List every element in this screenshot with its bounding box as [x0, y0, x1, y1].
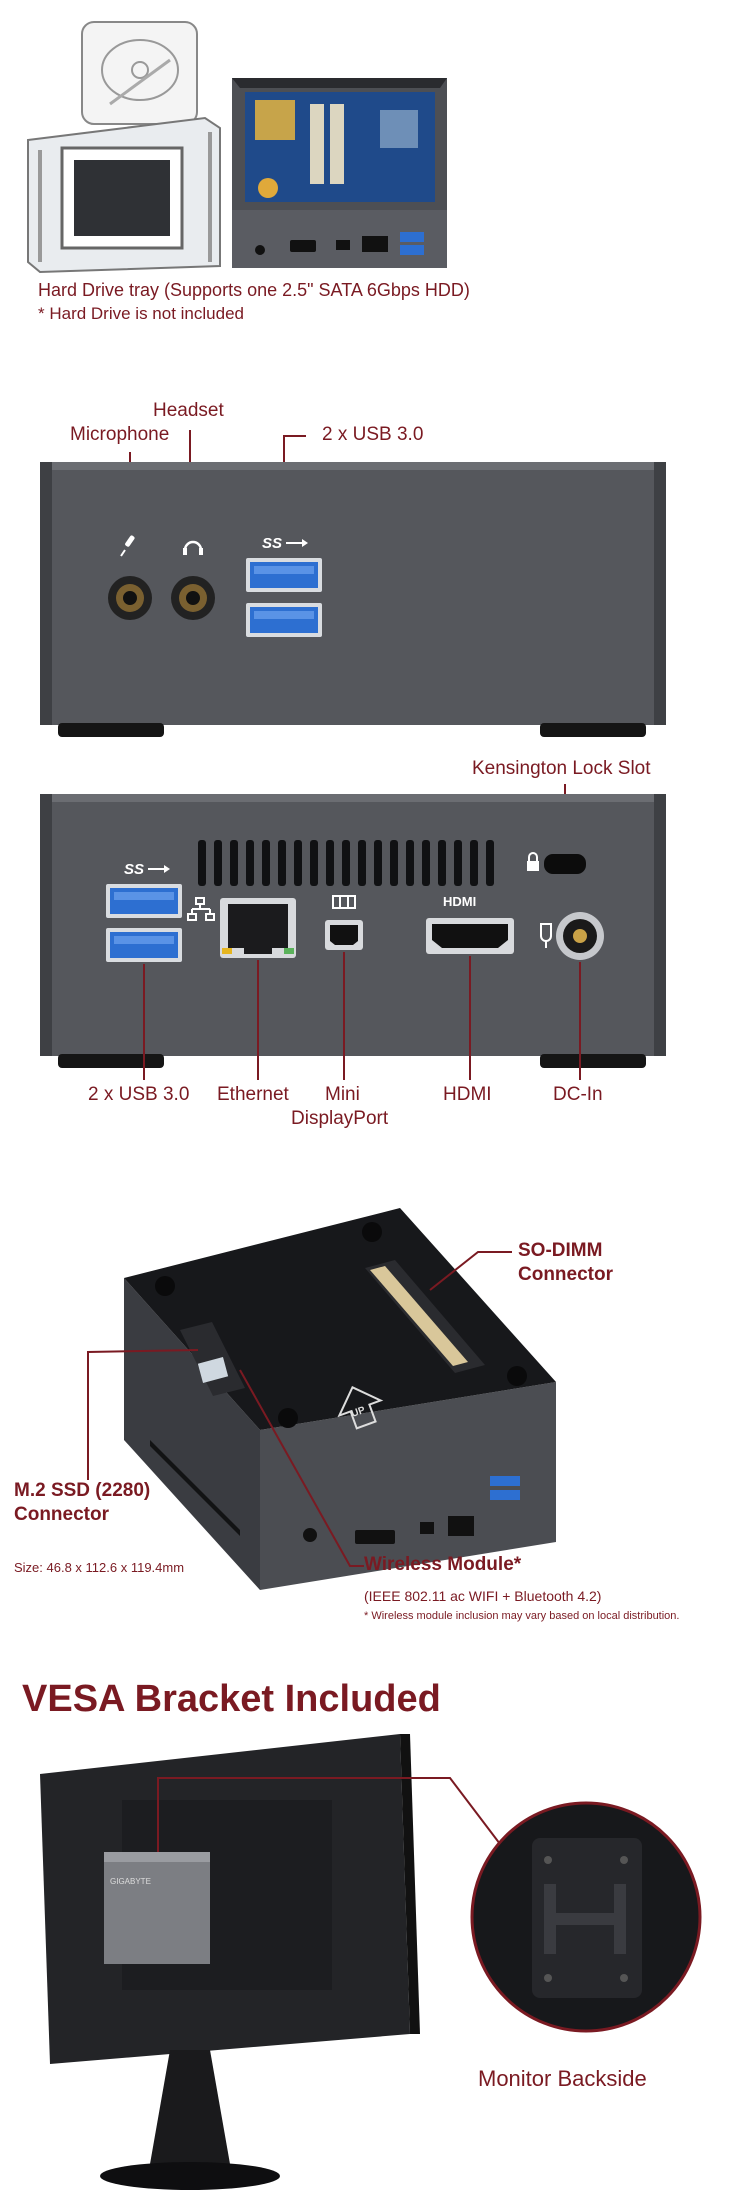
hdmi-port — [426, 918, 514, 954]
wireless-leader — [239, 1369, 364, 1567]
vesa-zoom-circle — [470, 1801, 702, 2033]
front-usb-port-bottom — [246, 603, 322, 637]
mini-dp-label-line2: DisplayPort — [291, 1108, 389, 1129]
m2-label-line1: M.2 SSD (2280) — [14, 1480, 151, 1501]
mounted-mini-pc: GIGABYTE — [104, 1852, 210, 1964]
sodimm-leader — [429, 1251, 512, 1291]
mini-displayport-port — [325, 920, 363, 950]
bottom-view-illustration: UP — [87, 1208, 556, 1590]
superspeed-icon: SS — [262, 535, 308, 552]
front-chassis — [40, 462, 666, 725]
up-arrow-icon: UP — [337, 1385, 384, 1430]
power-plug-icon — [540, 923, 552, 948]
sodimm-label-line2: Connector — [518, 1264, 613, 1285]
microphone-jack — [108, 576, 152, 620]
front-panel-illustration: SS — [40, 430, 666, 737]
kensington-lock-slot — [544, 854, 586, 874]
rear-usb-label: 2 x USB 3.0 — [88, 1084, 190, 1105]
wireless-spec: (IEEE 802.11 ac WIFI + Bluetooth 4.2) — [364, 1588, 602, 1604]
metal-tray — [27, 116, 221, 274]
svg-text:UP: UP — [350, 1405, 367, 1420]
vesa-title: VESA Bracket Included — [22, 1678, 441, 1720]
m2-leader — [87, 1349, 199, 1480]
dcin-label: DC-In — [553, 1084, 603, 1105]
kensington-label: Kensington Lock Slot — [472, 758, 651, 779]
mini-displayport-icon — [332, 895, 356, 909]
rear-panel-illustration: SS — [40, 784, 666, 1080]
wireless-note: * Wireless module inclusion may vary bas… — [364, 1610, 680, 1622]
headset-jack — [171, 576, 215, 620]
svg-text:SS: SS — [124, 861, 144, 878]
hdmi-label: HDMI — [443, 1084, 492, 1105]
hdd-tray-section: Hard Drive tray (Supports one 2.5" SATA … — [0, 0, 732, 340]
padlock-icon — [527, 852, 539, 871]
dc-in-port — [556, 912, 604, 960]
m2-window — [180, 1322, 245, 1396]
ethernet-port — [220, 898, 296, 958]
ethernet-label: Ethernet — [217, 1084, 289, 1105]
mini-dp-label-line1: Mini — [325, 1084, 360, 1105]
microphone-label: Microphone — [70, 424, 170, 445]
rear-foot-left — [58, 1054, 164, 1068]
rear-superspeed-icon: SS — [124, 861, 170, 878]
rear-usb-port-top — [106, 884, 182, 918]
vesa-leader — [157, 1777, 501, 1852]
front-foot-left — [58, 723, 164, 737]
hard-drive-outline — [81, 21, 198, 125]
m2-label-line2: Connector — [14, 1504, 109, 1525]
microphone-icon — [120, 535, 135, 557]
front-foot-right — [540, 723, 646, 737]
wireless-label: Wireless Module* — [364, 1554, 522, 1575]
hdd-caption: Hard Drive tray (Supports one 2.5" SATA … — [38, 280, 470, 300]
side-vents — [150, 1440, 240, 1536]
headphones-icon — [183, 540, 203, 555]
front-usb-port-top — [246, 558, 322, 592]
vesa-illustration: GIGABYTE — [40, 1734, 702, 2190]
headset-label: Headset — [153, 400, 224, 421]
bottom-rear-ports — [303, 1476, 520, 1544]
hdd-note: * Hard Drive is not included — [38, 304, 244, 323]
hdmi-logo-icon: HDMI — [443, 894, 476, 909]
open-mini-pc — [232, 78, 447, 268]
monitor-backside-label: Monitor Backside — [478, 2066, 647, 2091]
rear-vent-grille — [198, 840, 494, 886]
hdd-tray-illustration — [27, 21, 447, 274]
svg-text:SS: SS — [262, 535, 282, 552]
front-panel-section: Headset Microphone 2 x USB 3.0 — [0, 390, 732, 740]
svg-text:GIGABYTE: GIGABYTE — [110, 1877, 151, 1886]
size-label: Size: 46.8 x 112.6 x 119.4mm — [14, 1560, 185, 1575]
sodimm-label-line1: SO-DIMM — [518, 1240, 603, 1261]
bottom-view-section: UP SO-DIMM Connector M.2 SSD (2280) Conn… — [0, 1190, 732, 1650]
network-icon — [187, 897, 215, 921]
vesa-section: VESA Bracket Included GIGABYTE Monitor B… — [0, 1670, 732, 2194]
front-usb-label: 2 x USB 3.0 — [322, 424, 424, 445]
rear-usb-port-bottom — [106, 928, 182, 962]
rear-panel-section: Kensington Lock Slot — [0, 748, 732, 1138]
monitor-stand — [150, 2050, 230, 2164]
rear-foot-right — [540, 1054, 646, 1068]
